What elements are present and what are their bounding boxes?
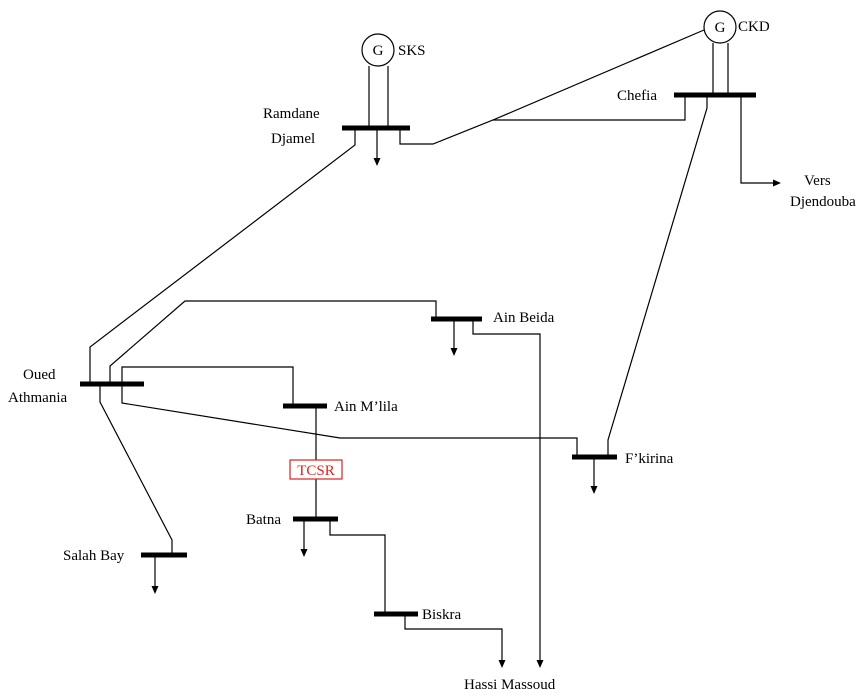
bus-labels: Ramdane Djamel Chefia Vers Djendouba Ain… xyxy=(8,88,856,693)
line-ramdane-chefia xyxy=(399,95,686,145)
line-oued-ainbeida xyxy=(109,300,437,384)
line-ramdane-oued xyxy=(89,128,356,384)
transmission-lines xyxy=(89,29,781,668)
label-ain-mlila: Ain M’lila xyxy=(334,399,398,415)
label-ramdane-line2: Djamel xyxy=(271,131,315,147)
arrow-hassi-1 xyxy=(536,660,544,668)
generator-ckd-symbol xyxy=(703,10,737,44)
label-oued-line2: Athmania xyxy=(8,390,67,406)
label-ain-beida: Ain Beida xyxy=(493,310,555,326)
generator-ckd-label: CKD xyxy=(738,19,770,35)
arrow-hassi-2 xyxy=(498,660,506,668)
label-ramdane-line1: Ramdane xyxy=(263,106,320,122)
line-ainbeida-hassi xyxy=(472,319,541,662)
generator-ckd: G CKD xyxy=(703,10,770,95)
label-vers: Vers xyxy=(804,173,831,189)
load-arrow-fkirina xyxy=(590,486,598,494)
line-chefia-djendouba xyxy=(740,95,776,184)
busbars xyxy=(80,92,756,617)
tcsr-device: TCSR xyxy=(289,459,343,480)
generator-ckd-letter: G xyxy=(715,20,726,36)
label-biskra: Biskra xyxy=(422,607,462,623)
generator-sks-label: SKS xyxy=(398,43,426,59)
line-chefia-fkirina xyxy=(607,95,708,457)
line-oued-salahbay xyxy=(99,384,173,555)
line-oued-fkirina xyxy=(121,384,578,457)
load-arrow-salahbay xyxy=(151,586,159,594)
line-ckd-junction xyxy=(492,29,705,121)
tcsr-label: TCSR xyxy=(297,463,335,479)
label-hassi-massoud: Hassi Massoud xyxy=(464,677,556,693)
label-chefia: Chefia xyxy=(617,88,657,104)
load-arrow-batna xyxy=(300,549,308,557)
label-oued-line1: Oued xyxy=(23,367,56,383)
label-salah-bay: Salah Bay xyxy=(63,548,125,564)
tcsr-box xyxy=(289,459,343,480)
generator-sks-symbol xyxy=(361,33,395,67)
label-djendouba: Djendouba xyxy=(790,194,856,210)
line-biskra-hassi xyxy=(404,614,503,662)
load-arrow-ainbeida xyxy=(450,348,458,356)
loads xyxy=(151,128,598,594)
load-arrow-ramdane xyxy=(373,158,381,166)
line-batna-biskra xyxy=(329,519,386,614)
arrow-djendouba xyxy=(773,179,781,187)
line-oued-ainmlila xyxy=(121,366,294,406)
label-batna: Batna xyxy=(246,512,281,528)
generator-sks-letter: G xyxy=(373,43,384,59)
generator-sks: G SKS xyxy=(361,33,426,126)
label-fkirina: F’kirina xyxy=(625,451,674,467)
